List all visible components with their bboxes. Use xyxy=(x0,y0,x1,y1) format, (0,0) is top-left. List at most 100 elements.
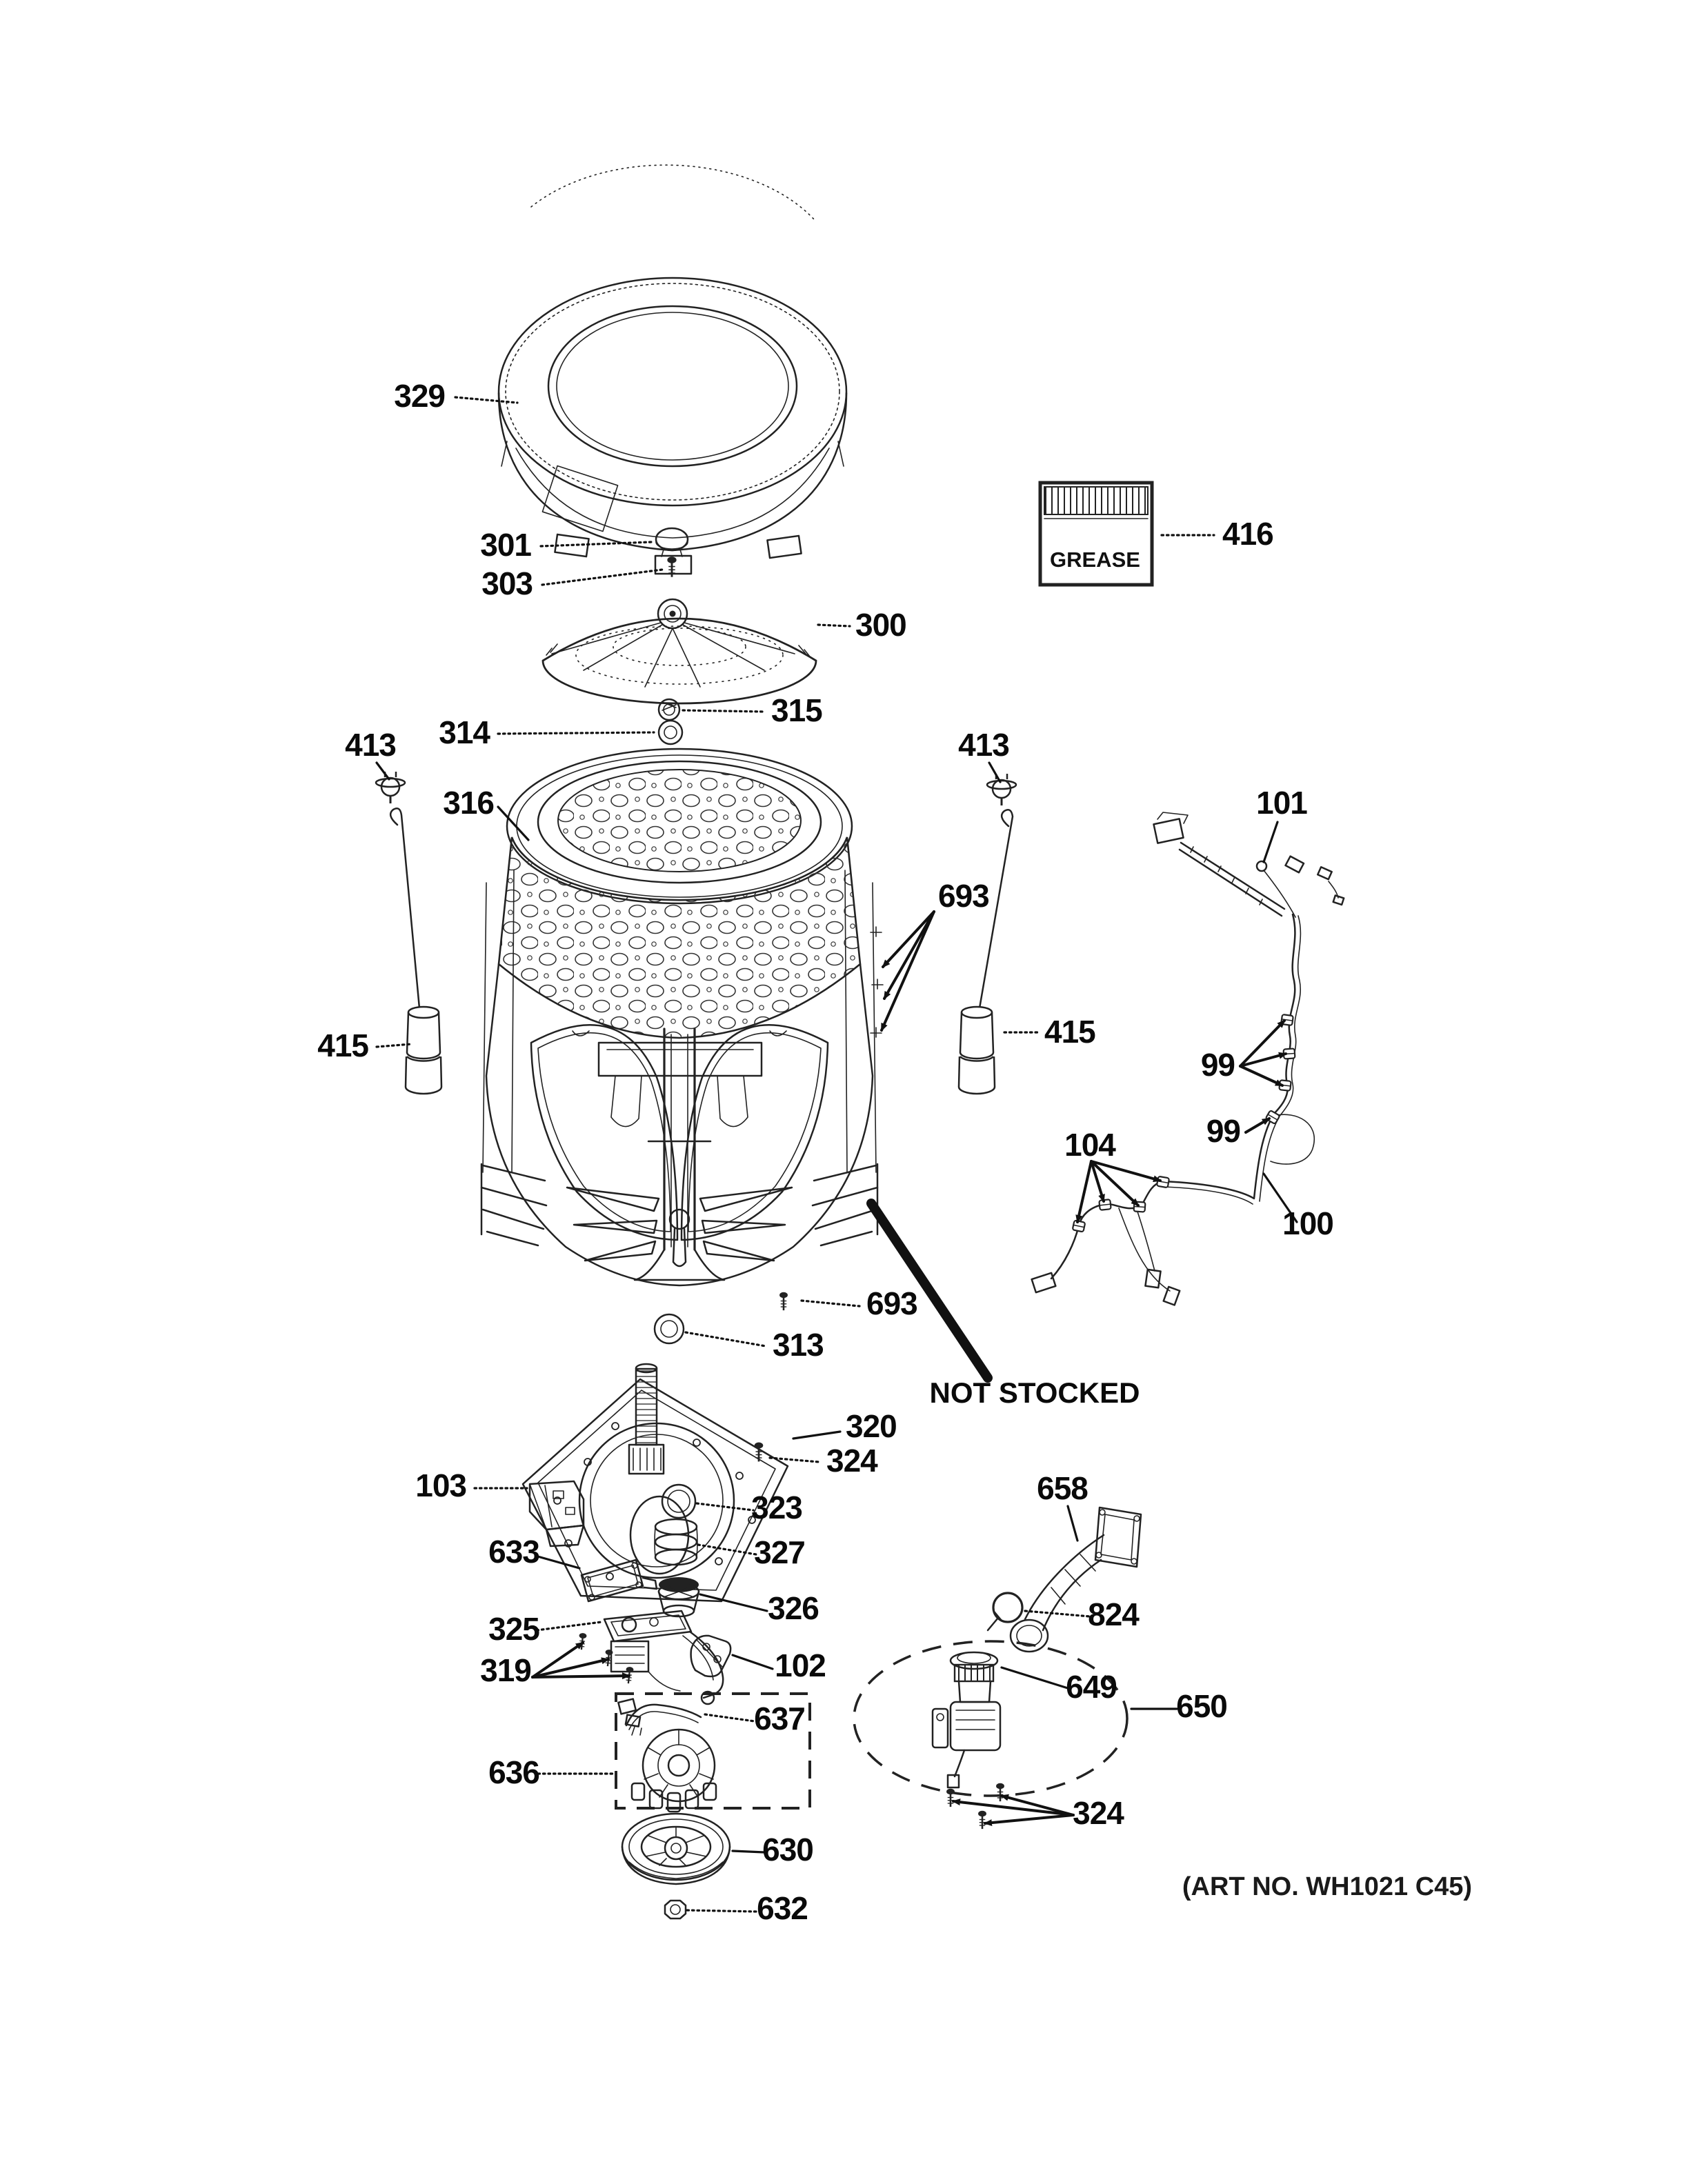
part-103-mounting-bracket xyxy=(528,1480,585,1547)
part-102-retainer-clip xyxy=(690,1634,732,1678)
leader-line xyxy=(497,731,655,735)
callout-319: 319 xyxy=(480,1652,531,1688)
callout-649: 649 xyxy=(1066,1669,1117,1705)
leader-line xyxy=(952,1799,1075,1816)
leader-line xyxy=(1024,1610,1091,1618)
leader-line xyxy=(1239,1065,1284,1087)
callout-99a: 99 xyxy=(1201,1047,1235,1083)
leader-line xyxy=(686,1909,759,1913)
part-630-motor-rotor xyxy=(621,1812,731,1885)
leader-line xyxy=(731,1850,766,1854)
callout-300: 300 xyxy=(855,607,906,643)
leader-line xyxy=(817,623,851,628)
leader-line xyxy=(792,1430,842,1440)
part-658-drain-outlet-elbow xyxy=(1009,1506,1142,1653)
not-stocked-label: NOT STOCKED xyxy=(930,1376,1140,1409)
leader-line xyxy=(682,709,766,713)
leader-line xyxy=(1075,1160,1093,1223)
callout-326: 326 xyxy=(768,1590,819,1626)
part-315-hub-nut xyxy=(657,698,681,721)
leader-lines-layer xyxy=(375,396,1298,1913)
part-326-coupling xyxy=(657,1577,700,1618)
leader-line xyxy=(534,1554,581,1570)
leader-line xyxy=(531,1672,630,1680)
callout-324b: 324 xyxy=(1073,1795,1124,1831)
leader-line xyxy=(883,910,935,1000)
leader-line xyxy=(984,1814,1075,1827)
callout-101: 101 xyxy=(1256,785,1307,821)
part-649-drain-pump xyxy=(931,1651,1002,1789)
callout-104: 104 xyxy=(1064,1127,1116,1163)
leader-line xyxy=(497,805,530,841)
part-633-damper-plate xyxy=(580,1559,658,1603)
leader-line xyxy=(731,1654,774,1670)
art-number: (ART NO. WH1021 C45) xyxy=(1182,1872,1472,1901)
leader-line xyxy=(866,1199,993,1383)
leader-line xyxy=(699,1593,768,1612)
part-316-spin-basket xyxy=(480,748,884,1287)
callout-658: 658 xyxy=(1037,1470,1088,1506)
callout-415b: 415 xyxy=(1044,1014,1095,1050)
callout-320: 320 xyxy=(846,1408,897,1444)
leader-line xyxy=(988,761,1002,783)
leader-line xyxy=(697,1543,757,1556)
callout-329: 329 xyxy=(394,378,445,414)
callout-316: 316 xyxy=(443,785,494,821)
callout-413a: 413 xyxy=(345,727,396,763)
group-650-pump-kit xyxy=(853,1640,1129,1797)
leader-line xyxy=(1239,1052,1287,1068)
leader-line xyxy=(882,910,935,968)
leader-line xyxy=(539,541,653,548)
leader-line xyxy=(531,1641,584,1679)
callout-99b: 99 xyxy=(1206,1113,1240,1149)
callout-416: 416 xyxy=(1222,516,1273,552)
leader-line xyxy=(375,1043,412,1048)
leader-line xyxy=(541,568,664,586)
leader-line xyxy=(1066,1505,1079,1542)
leader-line xyxy=(1244,1117,1271,1134)
leader-line xyxy=(375,761,390,781)
leader-line xyxy=(695,1502,755,1512)
part-300-spin-basket-dome xyxy=(541,598,817,705)
part-320-gearcase-platform xyxy=(521,1363,789,1603)
leader-line xyxy=(454,396,519,404)
part-324-platform-screw xyxy=(753,1441,764,1463)
callout-413b: 413 xyxy=(958,727,1009,763)
part-329-tub-cover-ring xyxy=(497,164,848,575)
callout-637: 637 xyxy=(754,1701,805,1736)
leader-line xyxy=(1239,1019,1286,1068)
callout-323: 323 xyxy=(751,1490,802,1525)
callout-824: 824 xyxy=(1088,1596,1140,1632)
leader-line xyxy=(800,1299,861,1308)
part-824-hose-clamp xyxy=(986,1592,1024,1632)
leader-line xyxy=(1090,1160,1105,1203)
part-100-wiring-harness xyxy=(1031,812,1345,1306)
part-636-motor-stator xyxy=(630,1728,717,1813)
part-632-rotor-nut xyxy=(664,1899,687,1920)
leader-line xyxy=(1090,1160,1162,1183)
callout-102: 102 xyxy=(775,1647,826,1683)
leader-line xyxy=(768,1456,821,1463)
callout-633: 633 xyxy=(488,1534,539,1570)
leader-line xyxy=(531,1657,610,1679)
part-637-stator-harness-arm xyxy=(617,1698,702,1736)
leader-line xyxy=(1000,1794,1075,1816)
leader-line xyxy=(1090,1160,1140,1207)
callout-693a: 693 xyxy=(938,878,989,914)
leader-line xyxy=(1262,821,1279,863)
leader-line xyxy=(535,1621,603,1632)
part-413-415-suspension-rod-right xyxy=(957,772,1017,1095)
callout-415a: 415 xyxy=(317,1028,368,1063)
leader-line xyxy=(704,1713,756,1723)
callout-303: 303 xyxy=(481,565,533,601)
leader-line xyxy=(1000,1666,1069,1690)
part-314-washer xyxy=(657,719,684,745)
callout-632: 632 xyxy=(757,1890,808,1926)
part-325-shifter-assembly xyxy=(603,1610,724,1705)
callout-313: 313 xyxy=(773,1327,824,1363)
leader-line xyxy=(880,910,935,1032)
callout-324a: 324 xyxy=(826,1443,878,1479)
